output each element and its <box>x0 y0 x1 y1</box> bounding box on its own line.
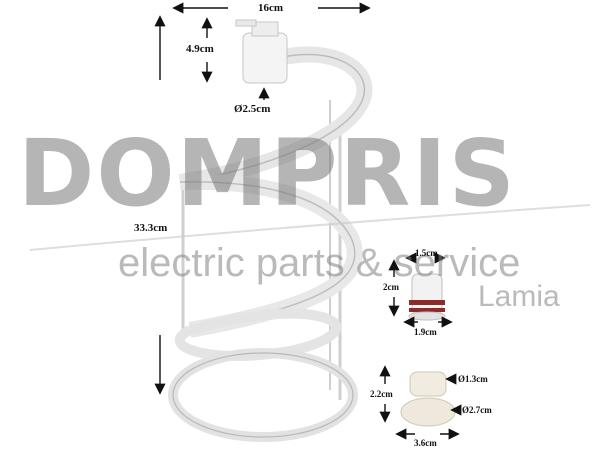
label-plug-bottom: 1.9cm <box>414 327 437 337</box>
cap-bottom <box>400 397 456 427</box>
label-cap-width: 3.6cm <box>414 438 437 448</box>
watermark-brand: DOMPRIS <box>18 120 517 227</box>
spout-body <box>242 32 288 84</box>
plug-red-ring-1 <box>409 300 445 305</box>
spout-neck <box>251 21 279 37</box>
cap-top <box>409 371 447 397</box>
plug-red-ring-2 <box>409 308 445 312</box>
spiral-ramp-lower <box>174 308 342 361</box>
label-spout-height: 4.9cm <box>186 43 214 55</box>
stand-base-ring-edge <box>172 352 354 438</box>
spiral-stand <box>168 46 373 442</box>
label-plug-top: 1.5cm <box>415 248 438 258</box>
label-width-main: 16cm <box>258 2 284 14</box>
label-spout-diameter: Ø2.5cm <box>234 103 271 115</box>
suction-cap <box>400 371 456 427</box>
spiral-ramp-top-edge <box>179 53 366 183</box>
spout <box>235 19 288 84</box>
label-cap-bottom-diameter: Ø2.7cm <box>462 405 492 415</box>
watermark-swoosh <box>29 204 591 251</box>
label-cap-height: 2.2cm <box>370 389 393 399</box>
plug-base <box>408 311 446 321</box>
label-cap-top-diameter: Ø1.3cm <box>458 374 488 384</box>
dimension-arrows <box>154 2 462 440</box>
watermark-city: Lamia <box>478 280 560 313</box>
watermark-tagline: electric parts & service <box>118 241 521 285</box>
label-total-height: 33.3cm <box>134 222 168 234</box>
spout-tip <box>235 19 257 27</box>
label-plug-height: 2cm <box>383 282 399 292</box>
small-plug <box>408 273 446 321</box>
